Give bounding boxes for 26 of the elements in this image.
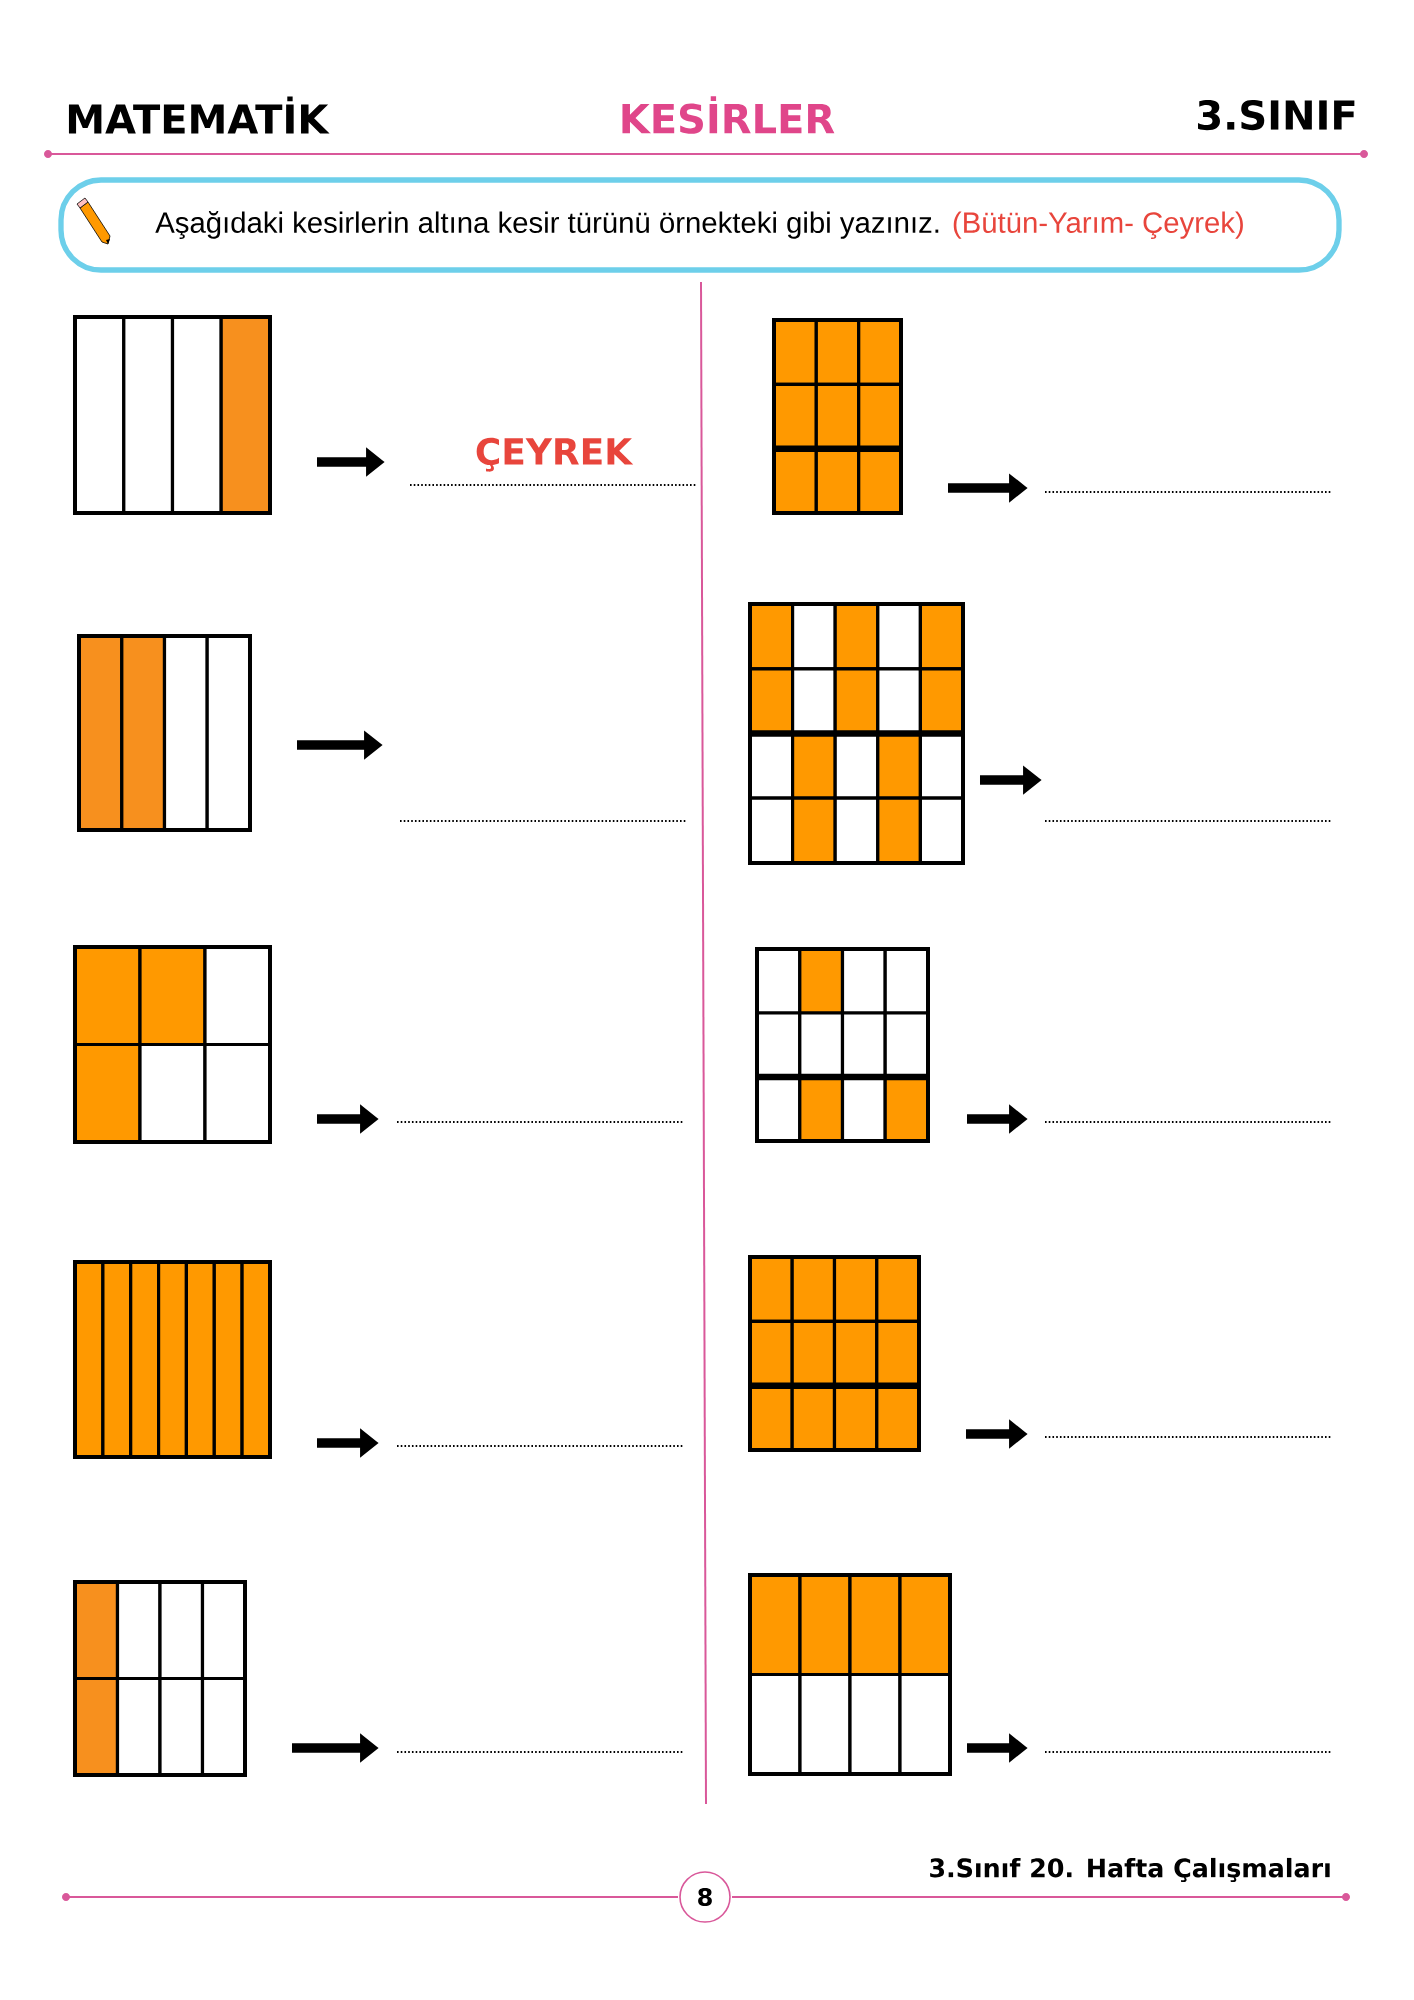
fraction-grid (755, 947, 930, 1143)
answer-line (1045, 1750, 1332, 1754)
page-number: 8 (679, 1871, 731, 1923)
fraction-grid (748, 1573, 952, 1776)
fraction-grid (772, 318, 903, 515)
answer-line: ÇEYREK (410, 437, 697, 487)
answer-line (397, 1120, 683, 1124)
fraction-grid (77, 634, 252, 832)
subject-heading: MATEMATİK (68, 96, 330, 134)
fraction-grid (748, 602, 965, 865)
fraction-grid (73, 315, 272, 515)
fraction-grid (73, 1580, 247, 1777)
answer-line (1045, 819, 1332, 823)
answer-line (1045, 1435, 1332, 1439)
fraction-grid (73, 945, 272, 1144)
grade-heading: 3.SINIF (1198, 99, 1355, 131)
fraction-grid (748, 1255, 921, 1452)
answer-line (1045, 490, 1332, 494)
footer-text: 3.Sınıf 20. Hafta Çalışmaları (930, 1857, 1330, 1883)
answer-line (397, 1444, 683, 1448)
title: KESİRLER (622, 96, 835, 134)
answer-line (397, 1750, 683, 1754)
answer-line (400, 819, 687, 823)
answer-line (1045, 1120, 1332, 1124)
instruction-box: Aşağıdaki kesirlerin altına kesir türünü örnekteki gibi yazınız. (Bütün-Yarım- Çeyrek) (58, 177, 1342, 273)
fraction-grid (73, 1260, 272, 1459)
